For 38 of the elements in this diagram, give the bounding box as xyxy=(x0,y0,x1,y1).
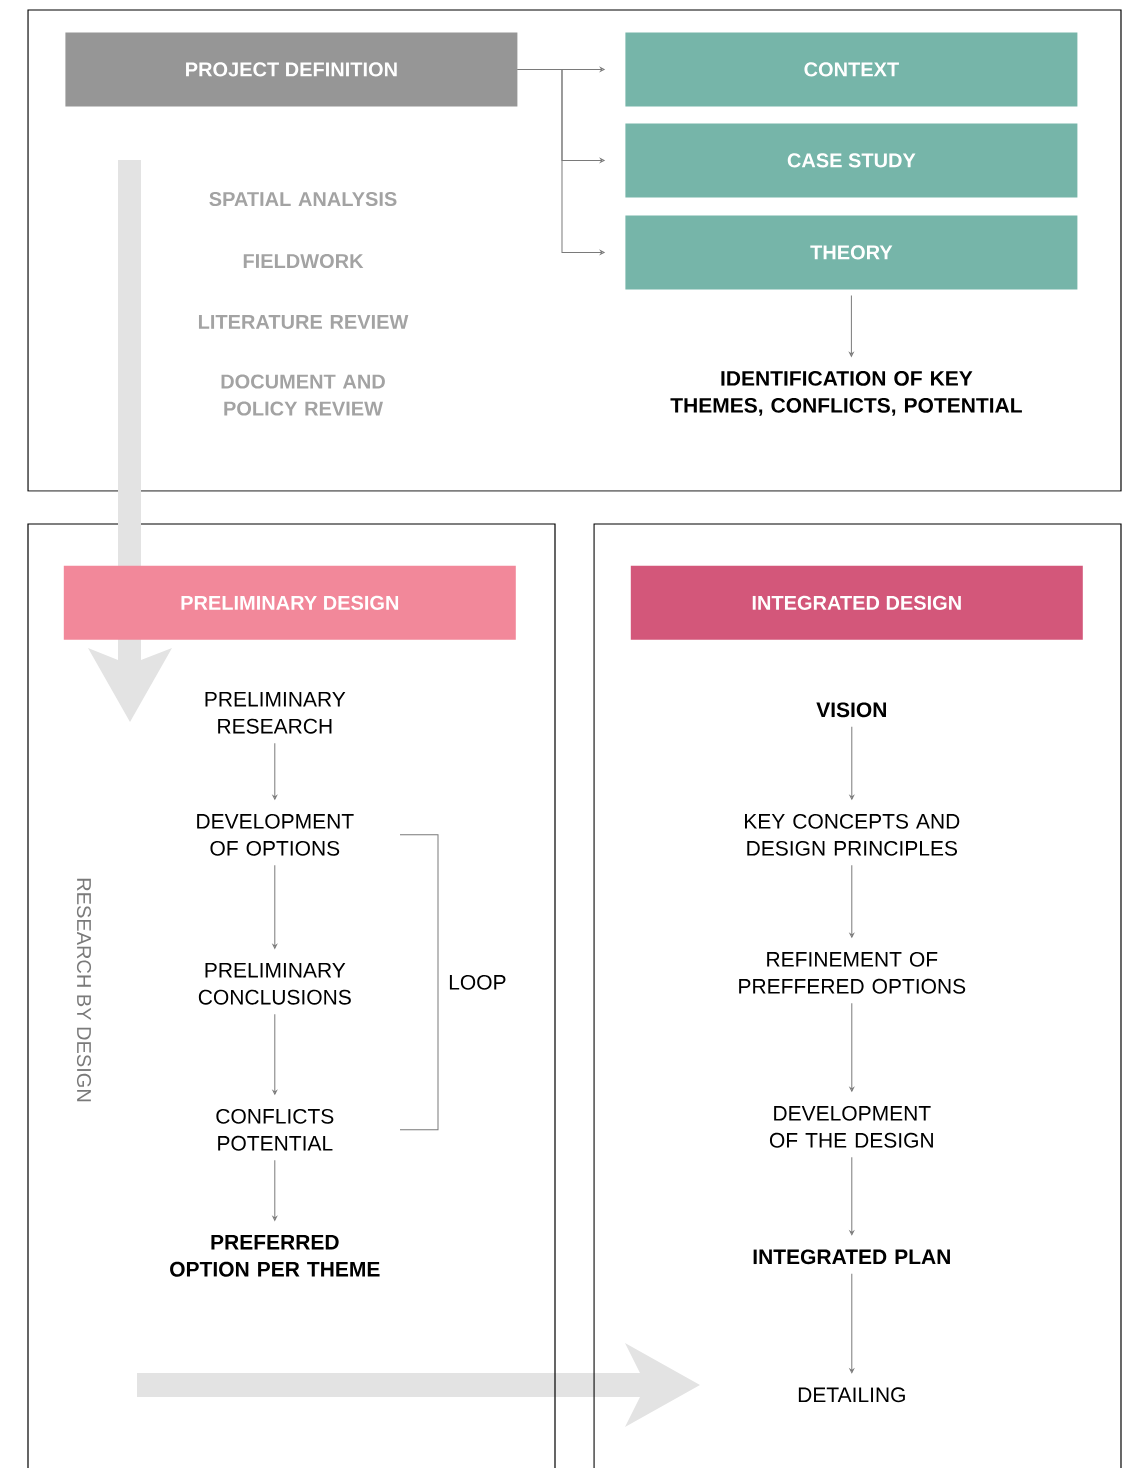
header-bar: THEORY xyxy=(625,215,1078,290)
edge-label: LOOP xyxy=(449,974,506,990)
step-text: INTEGRATED PLAN xyxy=(753,1249,950,1265)
method-label: FIELDWORK xyxy=(243,253,364,269)
header-bar: CASE STUDY xyxy=(625,123,1078,198)
arrow xyxy=(517,68,605,255)
step-text: PRELIMINARY CONCLUSIONS xyxy=(198,963,351,1005)
header-bar: PRELIMINARY DESIGN xyxy=(63,565,516,640)
step-text: PRELIMINARY RESEARCH xyxy=(205,692,346,734)
panel xyxy=(27,523,556,1468)
step-text: KEY CONCEPTS AND DESIGN PRINCIPLES xyxy=(745,813,960,856)
arrow xyxy=(272,1013,278,1095)
arrow xyxy=(849,295,854,357)
header-bar: INTEGRATED DESIGN xyxy=(630,565,1083,640)
arrow xyxy=(272,1159,278,1221)
arrow xyxy=(849,1156,855,1236)
method-label: DOCUMENT AND POLICY REVIEW xyxy=(221,374,385,416)
step-text: DETAILING xyxy=(798,1387,905,1403)
method-label: SPATIAL ANALYSIS xyxy=(209,191,397,207)
step-text: DEVELOPMENT OF OPTIONS xyxy=(197,813,354,856)
header-bar: PROJECT DEFINITION xyxy=(65,32,518,107)
step-text: DEVELOPMENT OF THE DESIGN xyxy=(769,1105,933,1148)
step-text: VISION xyxy=(816,702,886,718)
arrow xyxy=(272,742,278,800)
panel xyxy=(27,9,1122,492)
header-bar: CONTEXT xyxy=(625,32,1078,107)
step-text: CONFLICTS POTENTIAL xyxy=(216,1108,334,1151)
arrow xyxy=(849,1002,855,1092)
arrow xyxy=(849,726,855,800)
arrow xyxy=(849,864,855,938)
step-text: REFINEMENT OF PREFFERED OPTIONS xyxy=(739,951,966,994)
method-label: LITERATURE REVIEW xyxy=(198,315,409,329)
panel xyxy=(593,523,1122,1468)
step-text: IDENTIFICATION OF KEY THEMES, CONFLICTS, POTENTIAL xyxy=(670,370,1022,416)
arrow xyxy=(272,864,278,949)
step-text: PREFERRED OPTION PER THEME xyxy=(170,1235,380,1277)
arrow xyxy=(849,1273,855,1374)
vertical-label: RESEARCH BY DESIGN xyxy=(76,878,92,1102)
